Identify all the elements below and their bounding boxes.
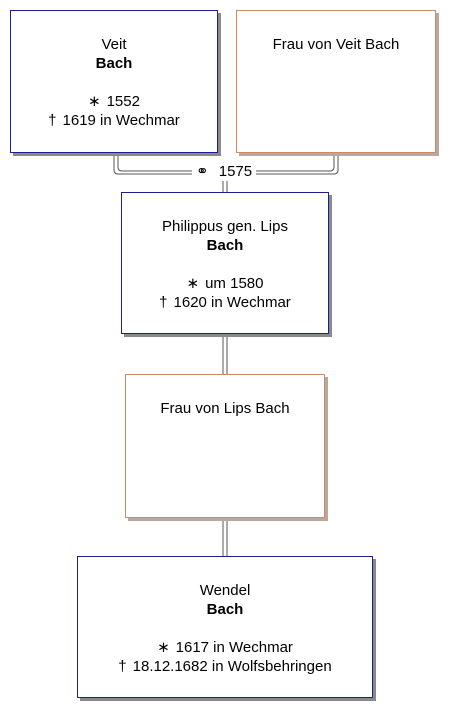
- marriage-symbol: ⚭: [196, 163, 209, 180]
- death-value: 1620 in Wechmar: [173, 294, 291, 311]
- birth-value: 1552: [106, 93, 140, 110]
- death-value: 1619 in Wechmar: [62, 112, 180, 129]
- death-line: † 1619 in Wechmar: [11, 111, 217, 130]
- given-name: Veit: [101, 36, 127, 53]
- death-icon: †: [159, 294, 168, 311]
- birth-icon: ∗: [186, 275, 200, 292]
- death-line: † 18.12.1682 in Wolfsbehringen: [78, 657, 372, 676]
- person-label: Frau von Veit Bach: [272, 36, 400, 53]
- given-name: Philippus gen. Lips: [162, 218, 288, 235]
- birth-icon: ∗: [88, 93, 101, 110]
- birth-line: ∗ 1552: [11, 92, 217, 111]
- person-box-lips-wife[interactable]: Frau von Lips Bach: [125, 374, 325, 518]
- birth-value: 1617 in Wechmar: [175, 639, 293, 656]
- person-label: Frau von Lips Bach: [160, 400, 290, 417]
- surname: Bach: [206, 237, 244, 254]
- surname: Bach: [95, 55, 133, 72]
- birth-line: ∗ 1617 in Wechmar: [78, 638, 372, 657]
- marriage-label: ⚭ 1575: [192, 163, 257, 181]
- person-box-veit[interactable]: Veit Bach ∗ 1552 † 1619 in Wechmar: [10, 10, 218, 153]
- death-value: 18.12.1682 in Wolfsbehringen: [132, 658, 332, 675]
- death-icon: †: [48, 112, 57, 129]
- birth-value: um 1580: [205, 275, 264, 292]
- marriage-year: 1575: [218, 163, 253, 180]
- surname: Bach: [206, 601, 244, 618]
- person-box-philippus[interactable]: Philippus gen. Lips Bach ∗ um 1580 † 1620 …: [121, 192, 329, 334]
- birth-line: ∗ um 1580: [122, 274, 328, 293]
- birth-icon: ∗: [157, 639, 170, 656]
- person-box-veit-wife[interactable]: Frau von Veit Bach: [236, 10, 436, 153]
- death-line: † 1620 in Wechmar: [122, 293, 328, 312]
- given-name: Wendel: [199, 582, 251, 599]
- person-box-wendel[interactable]: Wendel Bach ∗ 1617 in Wechmar † 18.12.1682…: [77, 556, 373, 698]
- death-icon: †: [118, 658, 127, 675]
